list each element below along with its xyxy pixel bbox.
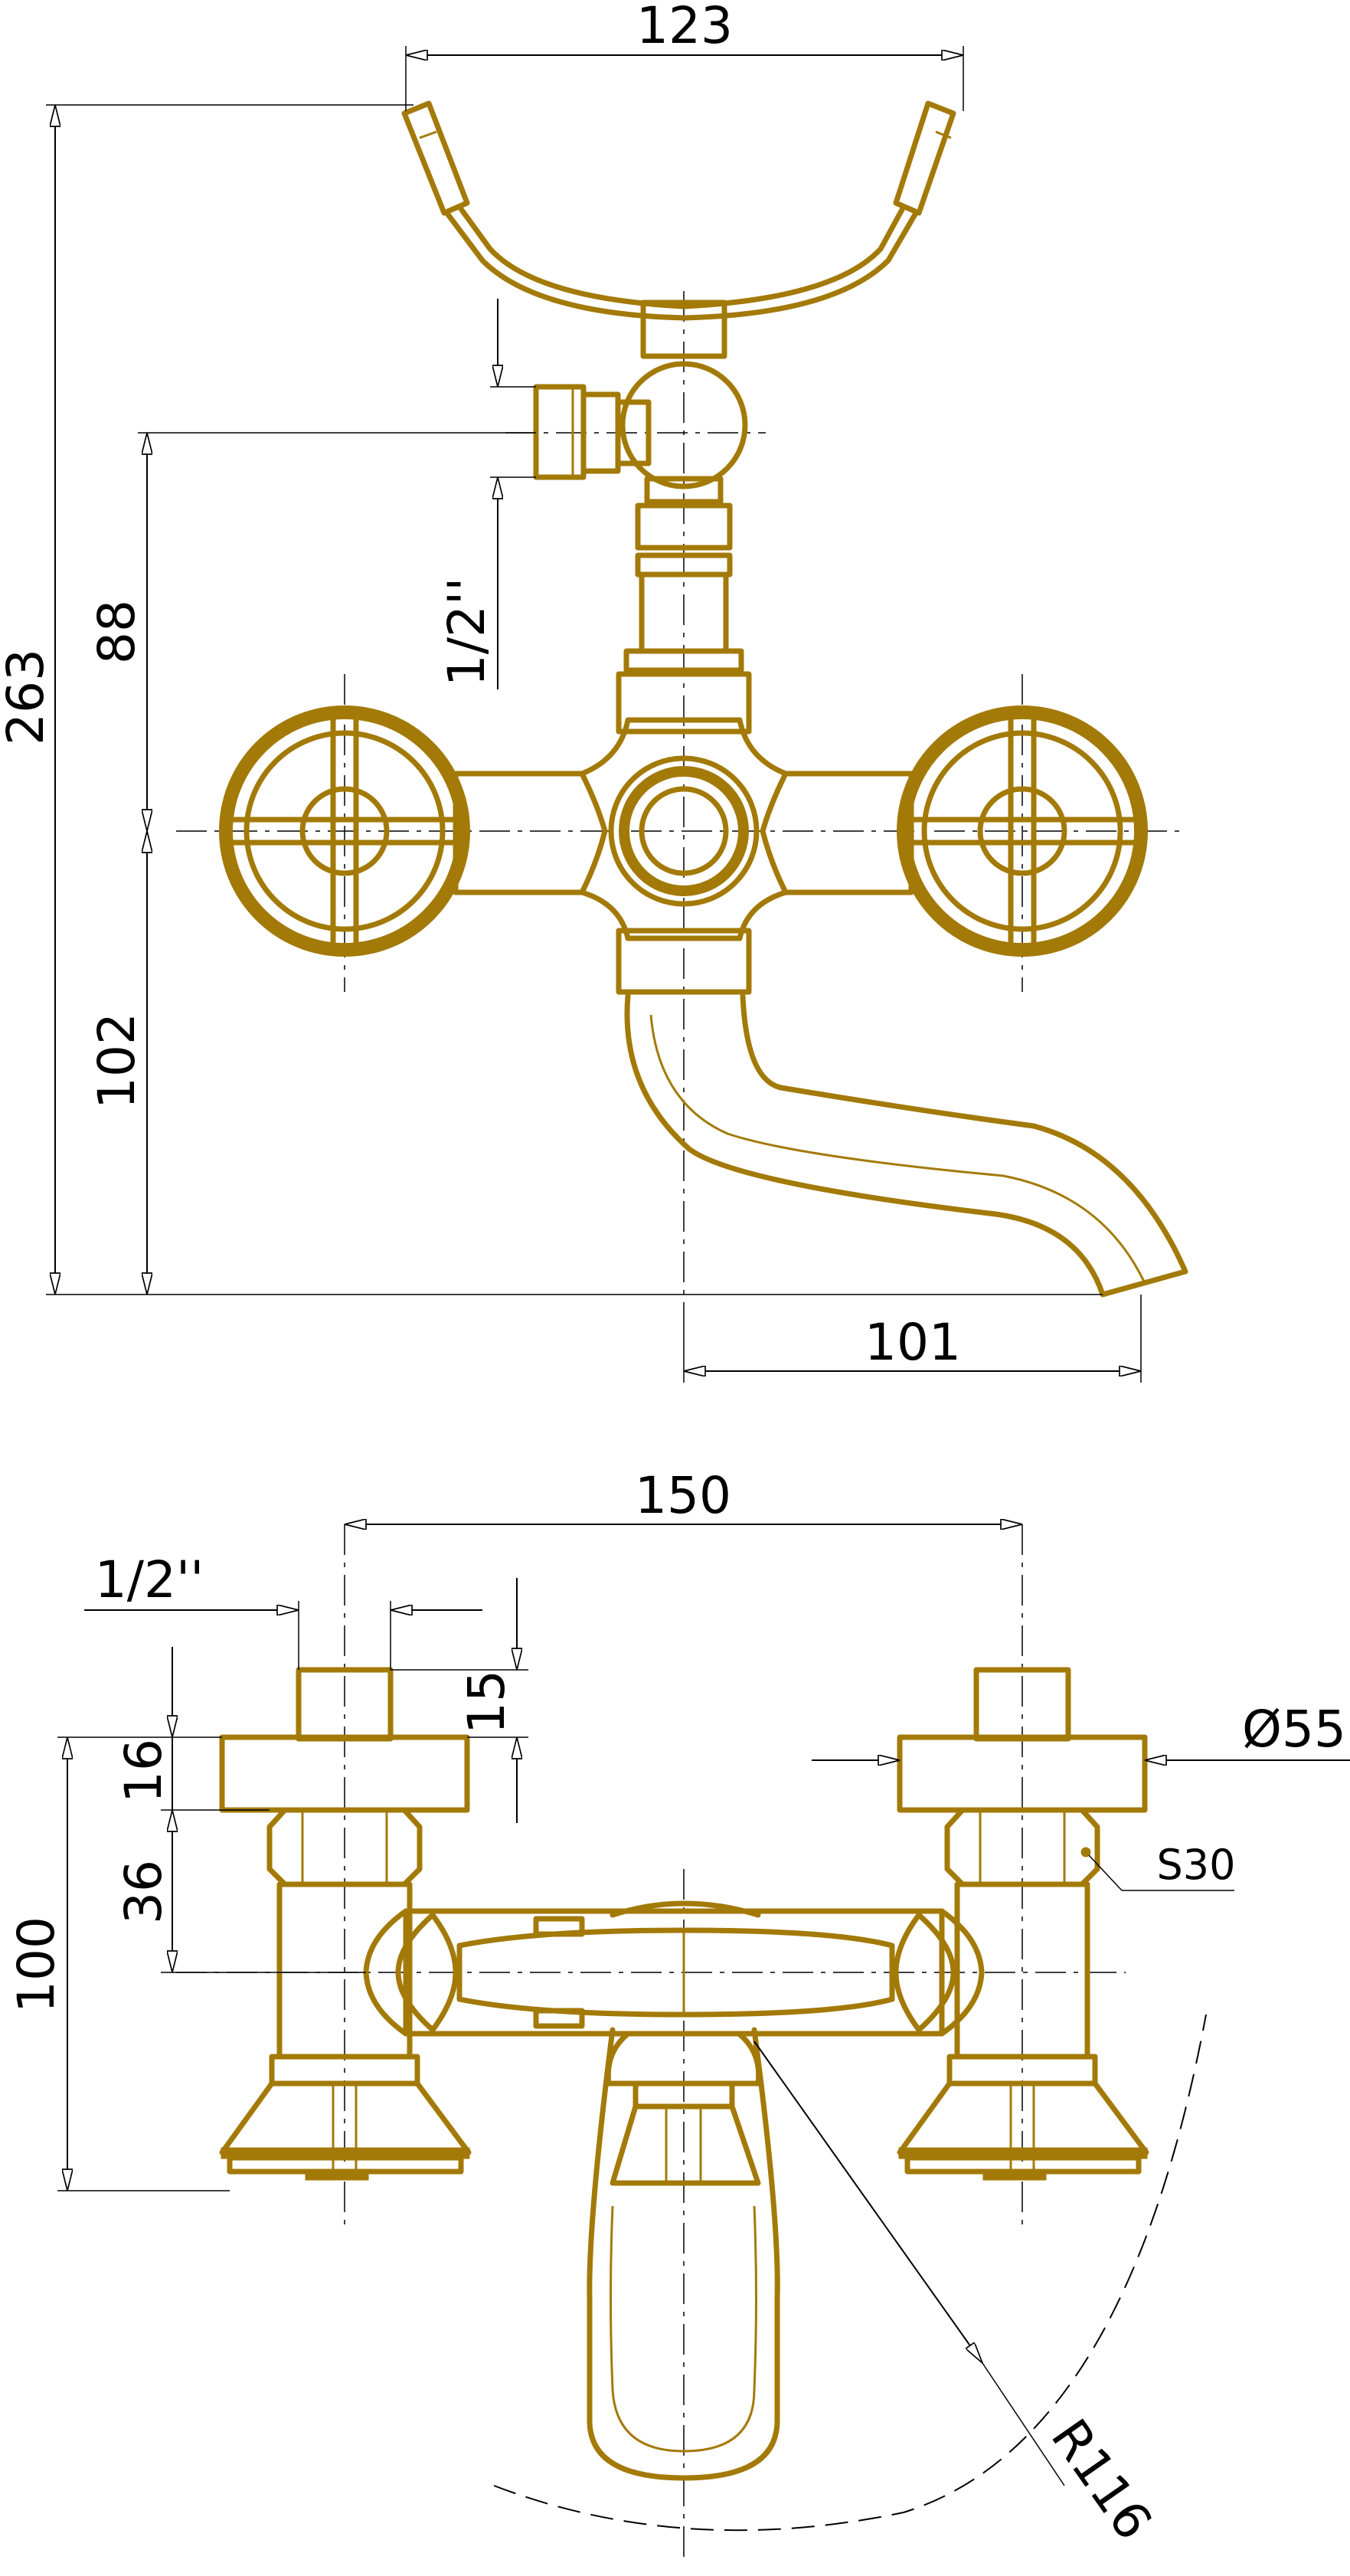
dim-label-101: 101 <box>865 1313 961 1372</box>
dim-label-outlet-thread: 1/2'' <box>437 578 496 687</box>
dim-label-inlet-thread: 1/2'' <box>95 1550 204 1609</box>
dim-label-263: 263 <box>0 649 55 745</box>
dim-inlet-thread: 1/2'' <box>84 1550 482 1670</box>
label-s30: S30 <box>1088 1841 1236 1891</box>
bath-spout <box>624 993 1188 1298</box>
right-handle <box>897 705 1148 957</box>
dim-label-123: 123 <box>636 0 733 55</box>
dim-diameter-55: Ø55 <box>812 1700 1350 1760</box>
front-center-lines <box>176 291 1187 1302</box>
dim-102: 102 <box>87 831 147 1295</box>
dim-15: 15 <box>391 1578 528 1823</box>
spout-top <box>587 2027 780 2481</box>
left-handle <box>219 705 470 957</box>
riser-column <box>616 299 752 735</box>
top-view: 150 1/2'' 15 16 <box>7 1466 1350 2558</box>
top-center-lines <box>176 1524 1126 2558</box>
front-view: 123 263 88 102 1/2'' <box>0 0 1188 1383</box>
dim-label-16: 16 <box>114 1739 173 1803</box>
label-s30-text: S30 <box>1157 1841 1236 1889</box>
right-inlet <box>897 1667 1149 2181</box>
dim-r116: R116 <box>753 2041 1164 2551</box>
dim-label-36: 36 <box>114 1860 173 1924</box>
dim-label-diameter-55: Ø55 <box>1242 1700 1346 1759</box>
dim-36: 36 <box>114 1810 366 1973</box>
dim-label-102: 102 <box>87 1013 146 1109</box>
dim-16: 16 <box>57 1647 270 1811</box>
hose-outlet <box>533 384 652 480</box>
mixer-body-top <box>363 1900 985 2037</box>
dim-label-88: 88 <box>87 600 146 664</box>
dim-label-r116: R116 <box>1040 2409 1164 2551</box>
dim-label-100: 100 <box>7 1916 66 2013</box>
dim-label-150: 150 <box>635 1466 731 1525</box>
shower-cradle <box>401 100 956 321</box>
dim-123: 123 <box>405 0 964 111</box>
dim-outlet-thread: 1/2'' <box>437 299 536 689</box>
left-inlet <box>219 1667 472 2181</box>
mixer-body <box>453 717 914 995</box>
dim-100: 100 <box>7 1737 230 2191</box>
dim-88: 88 <box>87 432 536 831</box>
spout-swing-arc <box>493 2014 1207 2532</box>
dim-150: 150 <box>345 1466 1022 1525</box>
dim-263: 263 <box>0 104 1103 1295</box>
dim-label-15: 15 <box>457 1670 516 1734</box>
dim-101: 101 <box>683 1295 1142 1383</box>
